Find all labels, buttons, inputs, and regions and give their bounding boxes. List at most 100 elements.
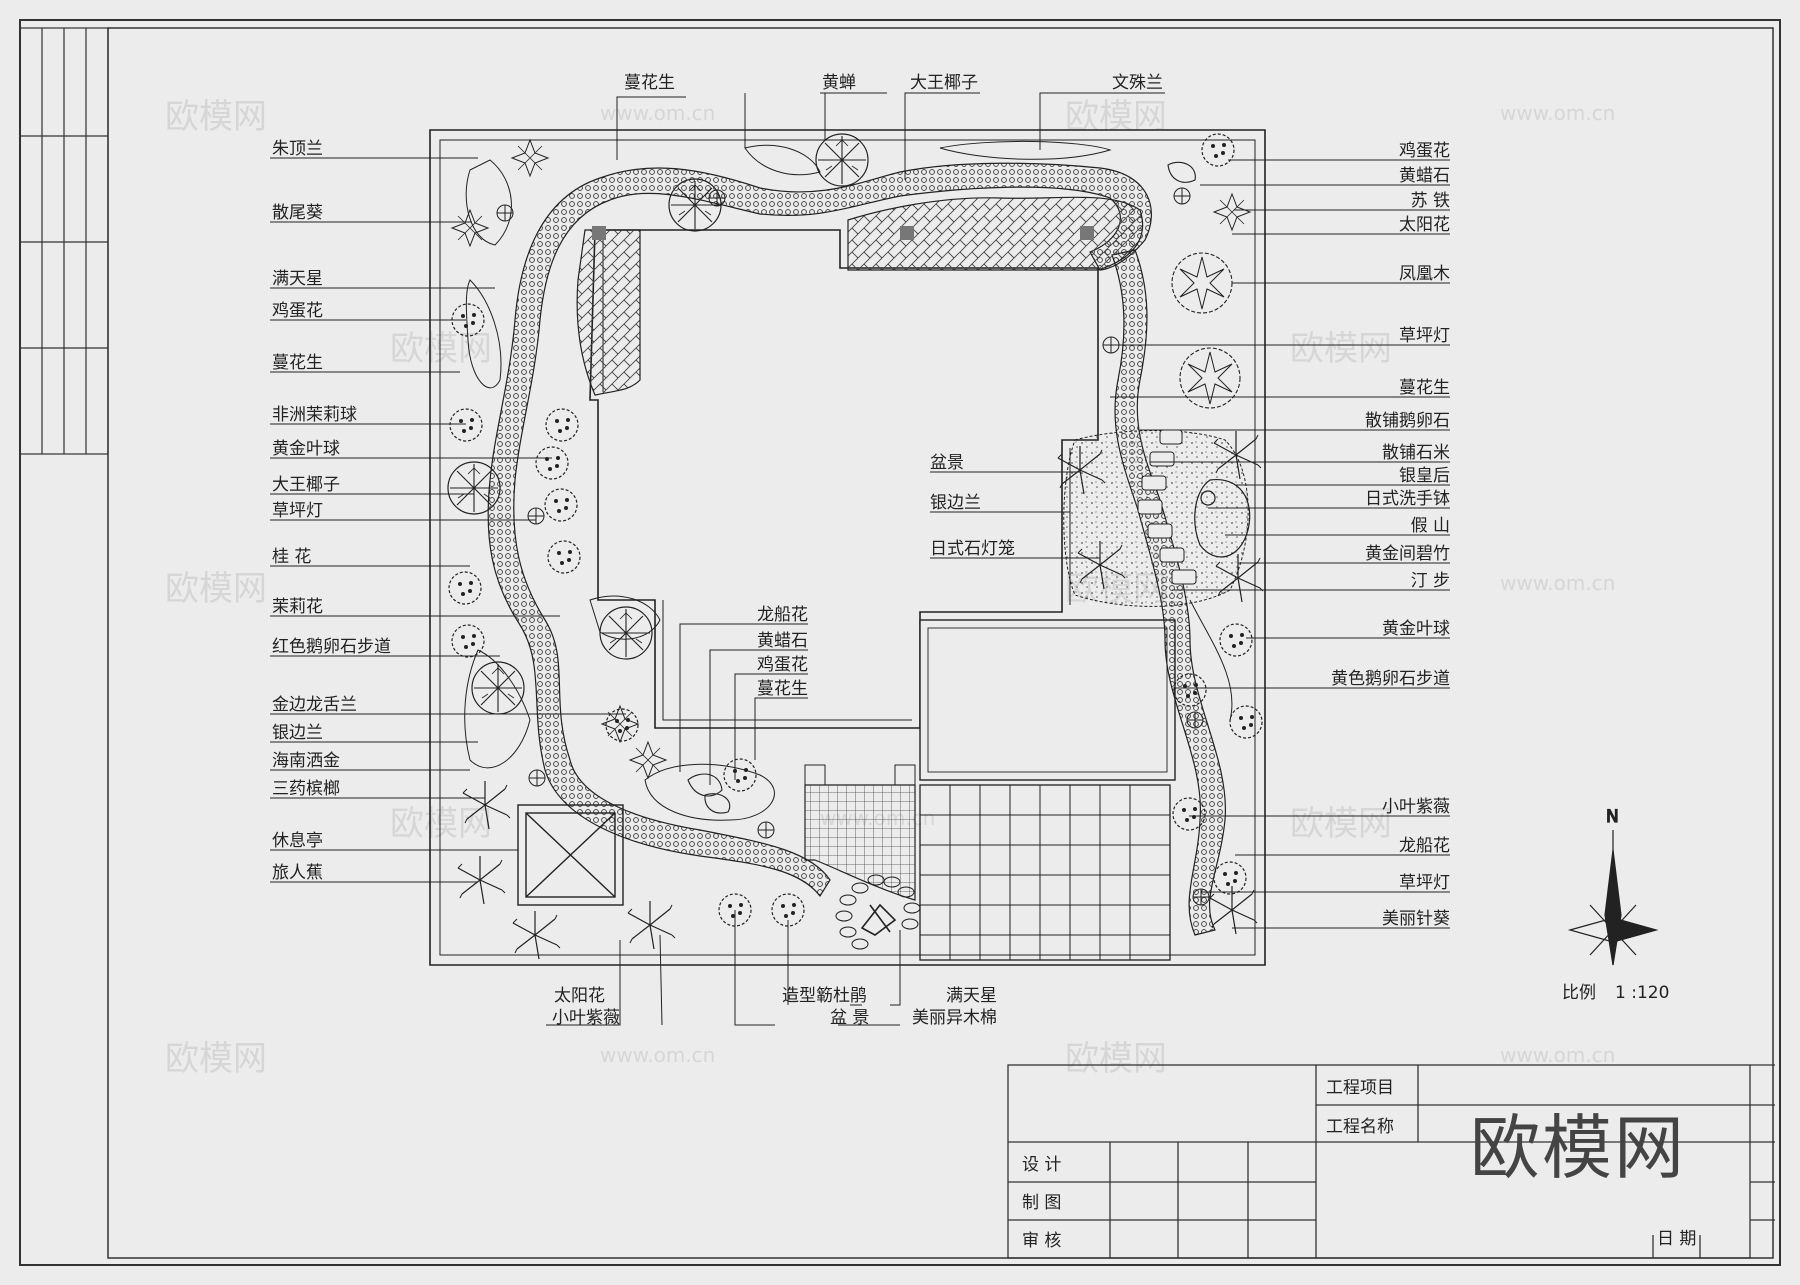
plant-label: 银边兰 <box>272 723 323 743</box>
leader-lines <box>270 92 1450 1026</box>
plant-label: 蔓花生 <box>1399 378 1450 398</box>
watermark: 欧模网 <box>1290 329 1392 369</box>
lawn-lamp-icon <box>1173 187 1191 205</box>
watermark-url: www.om.cn <box>600 101 715 125</box>
king-palm-icon <box>471 661 525 715</box>
plant-label: 假 山 <box>1411 516 1450 536</box>
ixora-icon <box>629 741 667 779</box>
plant-label: 黄蜡石 <box>1399 166 1450 186</box>
plant-label: 蔓花生 <box>272 353 323 373</box>
plant-label: 黄蜡石 <box>757 631 808 651</box>
watermark: 欧模网 <box>1065 1039 1167 1079</box>
site-boundary-inner <box>439 139 1256 956</box>
shrub-icon <box>535 446 569 480</box>
brand-logo: 欧模网 <box>1470 1107 1686 1189</box>
plant-label: 黄蝉 <box>822 73 856 93</box>
design-label: 设 计 <box>1022 1155 1061 1175</box>
watermark: 欧模网 <box>165 569 267 609</box>
watermark: 欧模网 <box>165 1039 267 1079</box>
plant-label: 小叶紫薇 <box>552 1008 620 1028</box>
right-labels: 鸡蛋花 黄蜡石 苏 铁 太阳花 凤凰木 草坪灯 蔓花生 散铺鹅卵石 散铺石米 银… <box>1331 141 1450 929</box>
plant-label: 凤凰木 <box>1399 264 1450 284</box>
ixora-icon <box>1213 861 1247 895</box>
plant-label: 盆 景 <box>830 1008 869 1028</box>
plant-label: 散铺石米 <box>1382 443 1450 463</box>
plant-label: 草坪灯 <box>1399 326 1450 346</box>
agave-icon <box>601 705 639 743</box>
plant-label: 海南洒金 <box>272 751 340 771</box>
king-palm-icon <box>447 461 501 515</box>
lawn-lamp-icon <box>496 204 514 222</box>
planting-beds <box>464 140 1112 821</box>
plant-label: 非洲茉莉球 <box>272 405 357 425</box>
plant-label: 草坪灯 <box>1399 873 1450 893</box>
shrub-icon <box>1229 705 1263 739</box>
lawn-lamp-icon <box>527 507 545 525</box>
plant-label: 黄金间碧竹 <box>1365 544 1450 564</box>
plant-label: 银皇后 <box>1399 466 1450 486</box>
boulders <box>687 161 1196 814</box>
plant-label: 苏 铁 <box>1411 191 1450 211</box>
inner-frame <box>107 27 1774 1259</box>
watermark-url: www.om.cn <box>1500 571 1615 595</box>
outer-frame <box>19 19 1781 1266</box>
watermark-url: www.om.cn <box>1500 101 1615 125</box>
grid-patio <box>919 784 1171 961</box>
plant-label: 文殊兰 <box>1112 73 1163 93</box>
plant-label: 大王椰子 <box>910 73 978 93</box>
lawn-lamp-icon <box>708 189 726 207</box>
plant-label: 太阳花 <box>1399 215 1450 235</box>
cycad-icon <box>511 139 549 177</box>
shrub-icon <box>451 624 485 658</box>
north-arrow-icon: N <box>1567 806 1659 966</box>
left-labels: 朱顶兰 散尾葵 满天星 鸡蛋花 蔓花生 非洲茉莉球 黄金叶球 大王椰子 草坪灯 … <box>272 139 391 883</box>
scale-label: 比例 <box>1562 983 1596 1003</box>
plant-label: 大王椰子 <box>272 475 340 495</box>
frangipani-icon <box>1201 133 1235 167</box>
center-labels: 龙船花 黄蜡石 鸡蛋花 蔓花生 <box>757 605 808 699</box>
date-label: 日 期 <box>1657 1229 1696 1249</box>
center-right-labels: 盆景 银边兰 日式石灯笼 <box>930 453 1015 559</box>
plant-label: 草坪灯 <box>272 501 323 521</box>
herringbone-paving-top <box>847 196 1144 271</box>
shrub-icon <box>1219 623 1253 657</box>
plant-label: 银边兰 <box>930 493 981 513</box>
fern-icon <box>627 900 676 950</box>
plant-label: 美丽异木棉 <box>912 1008 997 1028</box>
plant-label: 美丽针葵 <box>1382 909 1450 929</box>
plant-label: 满天星 <box>946 986 997 1006</box>
flame-tree-icon <box>1179 347 1241 409</box>
shrub-icon <box>448 571 482 605</box>
shrub-icon <box>547 540 581 574</box>
site-boundary <box>429 129 1266 966</box>
plant-label: 造型簕杜鹃 <box>782 986 867 1006</box>
shrub-icon <box>449 408 483 442</box>
plant-label: 汀 步 <box>1411 571 1450 591</box>
plant-label: 茉莉花 <box>272 597 323 617</box>
pavilion <box>517 804 624 906</box>
sun-flower-icon <box>1213 193 1251 231</box>
fine-tile-area <box>804 784 916 901</box>
rockery <box>1194 479 1251 558</box>
watermark-url: www.om.cn <box>1500 1043 1615 1067</box>
plant-label: 龙船花 <box>757 605 808 625</box>
plant-label: 旅人蕉 <box>272 863 323 883</box>
plant-label: 盆景 <box>930 453 964 473</box>
plant-label: 日式石灯笼 <box>930 539 1015 559</box>
plant-label: 龙船花 <box>1399 836 1450 856</box>
watermark: 欧模网 <box>1290 804 1392 844</box>
flame-tree-icon <box>1171 252 1233 314</box>
review-label: 审 核 <box>1022 1231 1061 1251</box>
plant-label: 黄金叶球 <box>1382 619 1450 639</box>
king-palm-icon <box>815 133 869 187</box>
herringbone-paving-left <box>576 229 641 396</box>
plant-label: 蔓花生 <box>624 73 675 93</box>
plant-label: 金边龙舌兰 <box>272 695 357 715</box>
plant-label: 桂 花 <box>272 547 311 567</box>
wash-basin-icon <box>1200 490 1216 506</box>
watermark: 欧模网 <box>390 329 492 369</box>
bottom-labels: 太阳花 小叶紫薇 造型簕杜鹃 盆 景 满天星 美丽异木棉 <box>552 986 997 1028</box>
plant-label: 鸡蛋花 <box>272 301 323 321</box>
gravel-garden <box>1063 430 1249 607</box>
